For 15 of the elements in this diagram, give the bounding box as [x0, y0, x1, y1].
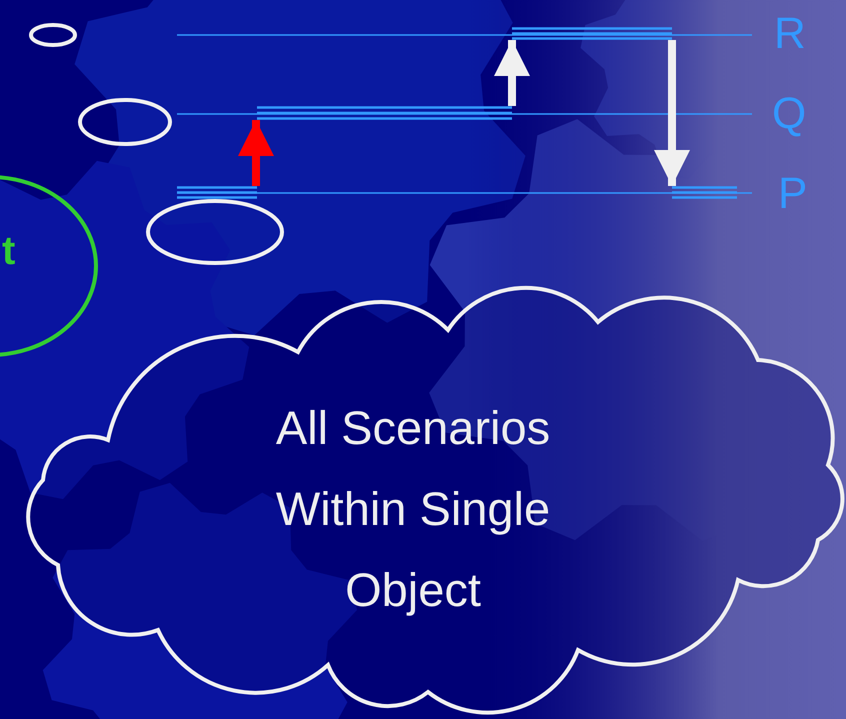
level-label: P — [778, 172, 808, 216]
level-label: R — [774, 12, 806, 56]
level-label: Q — [772, 92, 806, 136]
arrow — [654, 40, 690, 186]
energy-level-bar — [257, 106, 512, 120]
ellipse-outline — [78, 98, 172, 146]
cloud-text: All Scenarios Within Single Object — [274, 400, 552, 618]
energy-level-bar — [177, 186, 257, 199]
arrow — [494, 40, 530, 106]
energy-level-bar — [672, 186, 737, 199]
ellipse-text: t — [2, 228, 16, 275]
arrow — [238, 120, 274, 186]
ellipse-outline — [146, 199, 284, 265]
energy-level-bar — [512, 27, 672, 40]
ellipse-outline — [29, 23, 77, 47]
